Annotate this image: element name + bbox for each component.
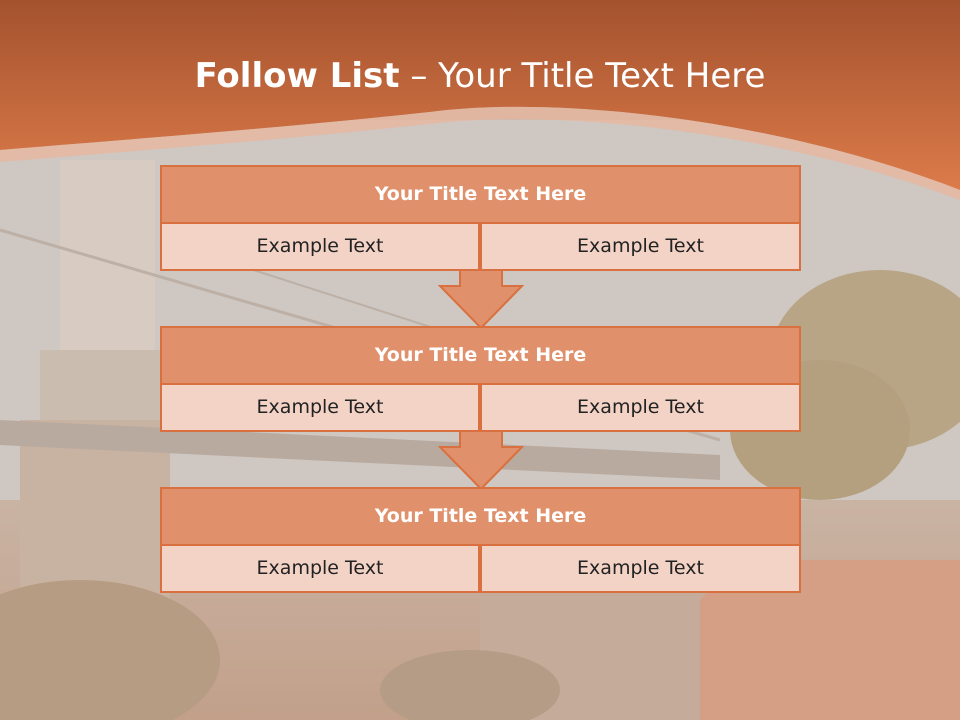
step-text-left: Example Text	[160, 544, 480, 593]
down-arrow-icon	[438, 270, 524, 330]
step-text-right: Example Text	[480, 383, 801, 432]
step-text-left: Example Text	[160, 383, 480, 432]
step-title: Your Title Text Here	[160, 165, 801, 224]
step-text-right: Example Text	[480, 544, 801, 593]
step-box-3: Your Title Text Here Example Text Exampl…	[160, 487, 801, 593]
down-arrow-icon	[438, 431, 524, 491]
step-box-1: Your Title Text Here Example Text Exampl…	[160, 165, 801, 271]
step-text-left: Example Text	[160, 222, 480, 271]
step-title: Your Title Text Here	[160, 326, 801, 385]
step-box-2: Your Title Text Here Example Text Exampl…	[160, 326, 801, 432]
title-rest: – Your Title Text Here	[399, 56, 766, 96]
title-main: Follow List	[194, 56, 400, 96]
step-title: Your Title Text Here	[160, 487, 801, 546]
step-text-right: Example Text	[480, 222, 801, 271]
header-band	[0, 0, 960, 200]
slide-title: Follow List – Your Title Text Here	[0, 52, 960, 100]
